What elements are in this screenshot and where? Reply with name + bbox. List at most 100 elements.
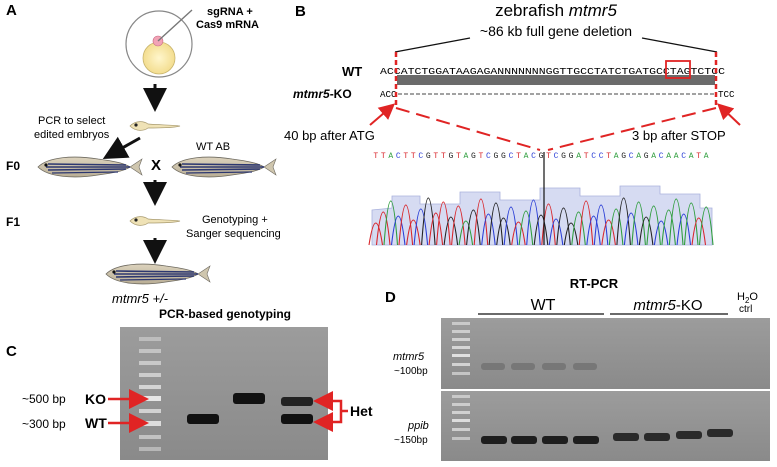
trace-peak xyxy=(473,198,489,246)
base-letter: T xyxy=(546,152,551,161)
trace-peak xyxy=(451,205,466,246)
trace-peak xyxy=(443,216,459,246)
ladder-d-bottom xyxy=(452,395,470,440)
panel-d-label: D xyxy=(385,289,396,306)
gel-d-bottom xyxy=(441,391,770,461)
panel-b-title: zebrafish mtmr5 xyxy=(495,1,617,20)
title-bracket-left xyxy=(394,37,471,53)
wt-ab-label: WT AB xyxy=(196,141,230,153)
base-letter: T xyxy=(403,152,408,161)
base-letter: T xyxy=(373,152,378,161)
base-letter: G xyxy=(539,152,544,161)
gene2-size: ~150bp xyxy=(394,435,428,446)
trace-peak xyxy=(390,215,406,246)
base-letter: C xyxy=(659,152,664,161)
base-letter: C xyxy=(681,152,686,161)
genotyping-text-1: Genotyping + xyxy=(202,214,268,226)
gene1-size: ~100bp xyxy=(394,366,428,377)
trace-peak xyxy=(661,209,676,246)
base-letter: G xyxy=(471,152,476,161)
trace-peak xyxy=(406,219,421,246)
base-letter: A xyxy=(651,152,656,161)
trace-peak xyxy=(623,212,639,246)
base-letter: C xyxy=(599,152,604,161)
band-wt-lane xyxy=(187,414,219,424)
base-letter: T xyxy=(606,152,611,161)
band-ko-lane xyxy=(233,393,265,404)
base-letter: C xyxy=(396,152,401,161)
left-annotation: 40 bp after ATG xyxy=(284,128,375,143)
gel-c xyxy=(120,327,328,460)
base-letter: G xyxy=(501,152,506,161)
base-letter: A xyxy=(689,152,694,161)
base-letter: T xyxy=(441,152,446,161)
trace-peak xyxy=(458,220,474,246)
trace-peak xyxy=(503,206,519,246)
base-letter: A xyxy=(666,152,671,161)
trace-peak xyxy=(511,221,526,246)
base-letter: A xyxy=(614,152,619,161)
base-letter: G xyxy=(621,152,626,161)
gene2-label: ppib xyxy=(407,420,429,432)
base-letter: G xyxy=(493,152,498,161)
het-bracket xyxy=(330,399,343,424)
trace-peak xyxy=(571,211,586,246)
pcr-text-2: edited embryos xyxy=(34,129,110,141)
zoom-line-right xyxy=(547,107,717,151)
title-bracket-right xyxy=(641,37,718,53)
right-annotation: 3 bp after STOP xyxy=(632,128,726,143)
diagonal-arrow xyxy=(102,136,141,159)
trace-peak xyxy=(631,201,646,246)
injected-egg-icon xyxy=(125,9,193,78)
trace-peak xyxy=(421,197,436,246)
trace-peak xyxy=(548,218,564,246)
base-letter: A xyxy=(388,152,393,161)
wt-size-label: ~300 bp xyxy=(22,417,66,431)
ko-group-label: mtmr5-KO xyxy=(633,297,702,314)
stop-codon-box xyxy=(665,60,691,79)
ko-band-label: KO xyxy=(85,391,106,407)
panel-c: C PCR-based genotyping ~500 bp KO ~300 b… xyxy=(6,307,373,460)
base-letter: C xyxy=(486,152,491,161)
cross-symbol: X xyxy=(151,157,161,174)
trace-peak xyxy=(691,217,707,246)
pcr-text-1: PCR to select xyxy=(38,115,105,127)
trace-peak xyxy=(578,200,594,246)
gene1-label: mtmr5 xyxy=(393,351,425,363)
het-label: Het xyxy=(350,403,373,419)
trace-peak xyxy=(653,220,669,246)
left-annot-arrow xyxy=(369,103,396,126)
base-letter: A xyxy=(704,152,709,161)
base-letter: C xyxy=(418,152,423,161)
trace-peak xyxy=(428,212,444,246)
band-het-lower xyxy=(281,414,313,424)
panel-a: A sgRNA + Cas9 mRNA PCR to select edited… xyxy=(6,2,281,306)
trace-peak xyxy=(563,222,579,246)
panel-d-title: RT-PCR xyxy=(570,276,619,291)
trace-peak xyxy=(601,219,616,246)
gen-f1: F1 xyxy=(6,215,20,229)
ladder-d-top xyxy=(452,322,470,375)
base-letter: G xyxy=(561,152,566,161)
base-letter: A xyxy=(463,152,468,161)
ko-size-label: ~500 bp xyxy=(22,392,66,406)
chromatogram-peaks xyxy=(368,197,714,246)
trace-peak xyxy=(541,203,556,246)
band-het-upper xyxy=(281,397,313,406)
trace-peak xyxy=(436,201,451,246)
zoom-line-left xyxy=(395,107,541,151)
base-letter: T xyxy=(381,152,386,161)
base-letter: G xyxy=(426,152,431,161)
panel-b-label: B xyxy=(295,3,306,20)
ko-sequence-end: TCC xyxy=(718,89,735,100)
ko-sequence-start: ACC xyxy=(380,89,397,100)
trace-peak xyxy=(526,199,541,246)
mutant-fish-icon xyxy=(105,263,211,285)
trace-peak xyxy=(698,206,714,246)
gen-f0: F0 xyxy=(6,159,20,173)
panel-c-label: C xyxy=(6,343,17,360)
trace-peak xyxy=(593,204,609,246)
result-genotype: mtmr5 +/- xyxy=(112,291,169,306)
base-letter: A xyxy=(674,152,679,161)
base-letter: T xyxy=(433,152,438,161)
